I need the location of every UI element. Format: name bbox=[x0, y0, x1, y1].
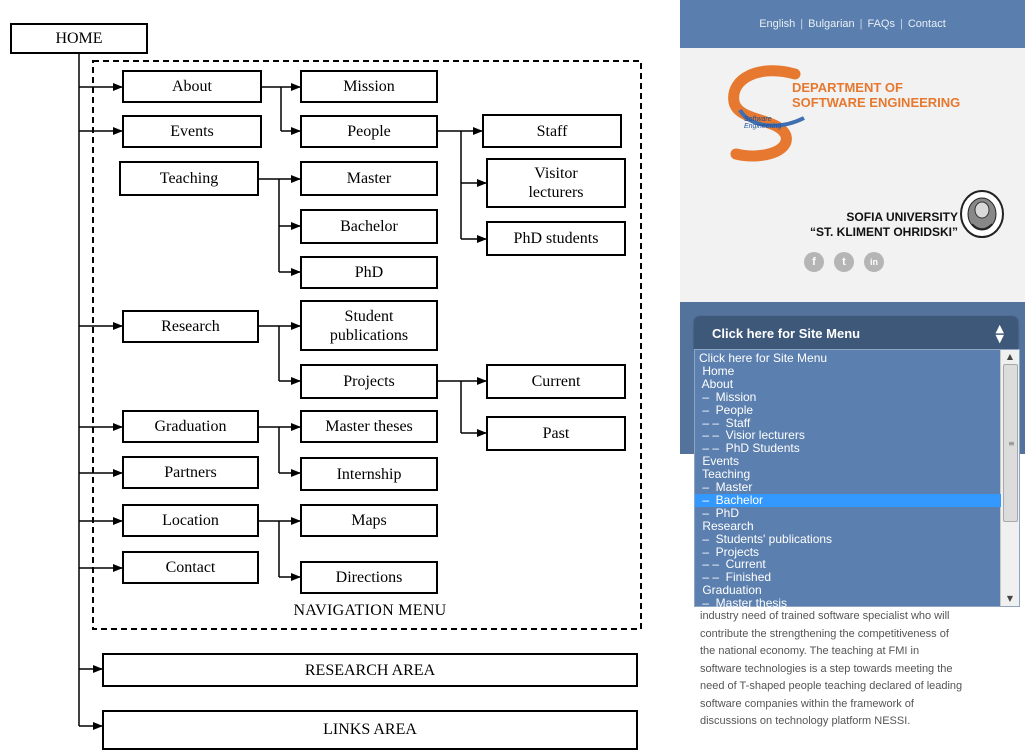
dropdown-option[interactable]: Events bbox=[699, 454, 740, 469]
university-name: SOFIA UNIVERSITY “ST. KLIMENT OHRIDSKI” bbox=[809, 210, 958, 239]
node-staff: Staff bbox=[482, 114, 622, 148]
link-faqs[interactable]: FAQs bbox=[867, 18, 895, 30]
node-master: Master bbox=[300, 161, 438, 196]
node-graduation: Graduation bbox=[122, 410, 259, 443]
link-english[interactable]: English bbox=[759, 18, 796, 30]
dropdown-option[interactable]: – Mission bbox=[699, 389, 757, 404]
dropdown-option[interactable]: – People bbox=[699, 402, 754, 417]
navigation-menu-frame bbox=[92, 60, 642, 630]
scrollbar-thumb[interactable]: ≡ bbox=[1003, 364, 1018, 522]
dropdown-option[interactable]: Click here for Site Menu bbox=[699, 351, 828, 365]
node-internship: Internship bbox=[300, 457, 438, 491]
facebook-icon[interactable]: f bbox=[804, 252, 824, 272]
twitter-icon[interactable]: t bbox=[834, 252, 854, 272]
dropdown-option[interactable]: – Master bbox=[699, 480, 753, 494]
node-people: People bbox=[300, 115, 438, 148]
dropdown-option[interactable]: – PhD bbox=[699, 505, 740, 520]
node-home: HOME bbox=[10, 23, 148, 54]
mobile-site-screenshot: English| Bulgarian| FAQs| Contact Softwa… bbox=[680, 0, 1025, 740]
svg-text:Software: Software bbox=[744, 116, 772, 123]
node-partners: Partners bbox=[122, 456, 259, 489]
diagram-connectors bbox=[78, 53, 642, 730]
site-menu-select-label: Click here for Site Menu bbox=[712, 326, 861, 341]
node-phd-students: PhD students bbox=[486, 221, 626, 256]
dropdown-option[interactable]: About bbox=[699, 376, 734, 391]
node-mission: Mission bbox=[300, 70, 438, 103]
dropdown-option[interactable]: – – Visior lecturers bbox=[699, 428, 805, 443]
intro-line: industry need of trained software specia… bbox=[700, 610, 950, 622]
intro-line: discussions on technology platform NESSI… bbox=[700, 715, 911, 727]
university-seal-icon bbox=[960, 190, 1004, 238]
node-bachelor: Bachelor bbox=[300, 209, 438, 244]
department-name: DEPARTMENT OF SOFTWARE ENGINEERING bbox=[792, 80, 961, 110]
node-research-area: RESEARCH AREA bbox=[102, 653, 638, 687]
navigation-menu-label: NAVIGATION MENU bbox=[293, 602, 447, 619]
dropdown-option[interactable]: – Master thesis bbox=[699, 596, 788, 611]
node-events: Events bbox=[122, 115, 262, 148]
dropdown-option[interactable]: Graduation bbox=[699, 583, 762, 598]
dropdown-option[interactable]: – – Finished bbox=[699, 570, 772, 585]
scroll-down-icon[interactable]: ▼ bbox=[1006, 594, 1014, 603]
node-current: Current bbox=[486, 364, 626, 399]
dropdown-option[interactable]: Home bbox=[699, 363, 735, 378]
header-logo-area: Software Engineering DEPARTMENT OF SOFTW… bbox=[680, 48, 1025, 302]
intro-line: contribute the strengthening the competi… bbox=[700, 627, 949, 640]
intro-line: the national economy. The teaching at FM… bbox=[700, 645, 920, 657]
select-updown-icon: ▲▼ bbox=[995, 322, 1004, 345]
svg-text:Engineering: Engineering bbox=[744, 123, 781, 130]
dropdown-option[interactable]: – – Staff bbox=[699, 415, 751, 430]
node-master-theses: Master theses bbox=[300, 410, 438, 443]
node-about: About bbox=[122, 70, 262, 103]
dropdown-option[interactable]: Research bbox=[699, 518, 754, 533]
department-logo-icon[interactable]: Software Engineering bbox=[720, 60, 830, 170]
sitemap-diagram: HOME About Events Teaching Research Grad… bbox=[10, 23, 642, 750]
node-past: Past bbox=[486, 416, 626, 451]
node-projects: Projects bbox=[300, 364, 438, 399]
scroll-up-icon[interactable]: ▲ bbox=[1006, 352, 1014, 361]
node-phd: PhD bbox=[300, 256, 438, 289]
site-menu-select[interactable]: Click here for Site Menu ▲▼ bbox=[694, 316, 1018, 352]
dropdown-option[interactable]: – Students' publications bbox=[699, 531, 833, 546]
dropdown-option[interactable]: – Bachelor bbox=[695, 493, 1001, 507]
site-menu-dropdown-list[interactable]: ▲ ≡ ▼ Click here for Site Menu Home Abou… bbox=[694, 349, 1020, 611]
language-bar: English| Bulgarian| FAQs| Contact bbox=[680, 0, 1025, 48]
link-bulgarian[interactable]: Bulgarian bbox=[808, 18, 855, 30]
link-contact[interactable]: Contact bbox=[907, 18, 946, 30]
dropdown-scrollbar[interactable]: ▲ ≡ ▼ bbox=[1000, 350, 1019, 606]
intro-line: software companies within the framework … bbox=[700, 697, 914, 710]
node-visitor-lecturers: Visitor lecturers bbox=[486, 158, 626, 208]
intro-line: software technologies is a step towards … bbox=[700, 662, 953, 675]
dropdown-option[interactable]: – – Current bbox=[699, 557, 766, 572]
linkedin-icon[interactable]: in bbox=[864, 252, 884, 272]
node-location: Location bbox=[122, 504, 259, 537]
node-contact: Contact bbox=[122, 551, 259, 584]
node-links-area: LINKS AREA bbox=[102, 710, 638, 750]
node-research: Research bbox=[122, 310, 259, 343]
intro-line: need of T-shaped people teaching declare… bbox=[700, 680, 963, 692]
dropdown-option[interactable]: – – PhD Students bbox=[699, 441, 800, 456]
node-teaching: Teaching bbox=[119, 161, 259, 196]
dropdown-option[interactable]: – Projects bbox=[699, 544, 760, 559]
node-directions: Directions bbox=[300, 561, 438, 594]
node-student-publications: Student publications bbox=[300, 300, 438, 351]
node-maps: Maps bbox=[300, 504, 438, 537]
intro-text: industry need of trained software specia… bbox=[700, 608, 1010, 731]
dropdown-option[interactable]: Teaching bbox=[699, 467, 751, 482]
